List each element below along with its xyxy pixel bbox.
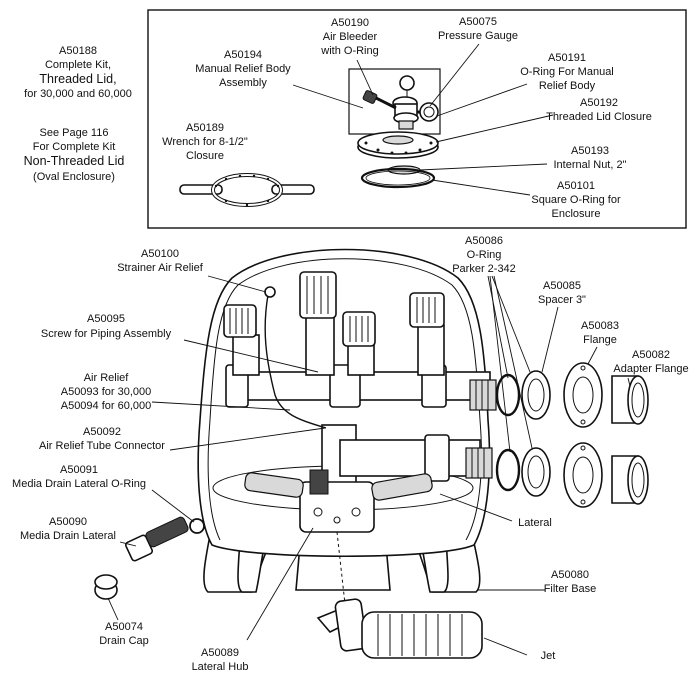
oring-parker-code: A50086 xyxy=(465,235,503,247)
lower-flange-set xyxy=(495,442,649,508)
oring-relief-line2: Relief Body xyxy=(539,80,596,92)
inner-laterals xyxy=(244,469,433,501)
media-oring-line1: Media Drain Lateral O-Ring xyxy=(12,478,146,490)
air-relief-line1: Air Relief xyxy=(84,372,130,384)
media-drain-o-ring xyxy=(189,518,205,534)
air-bleeder-line1: Air Bleeder xyxy=(323,31,378,43)
upper-flange-set xyxy=(495,362,649,428)
oring-parker-line1: O-Ring xyxy=(467,249,502,261)
flange-code: A50083 xyxy=(581,320,619,332)
see-page-line1: See Page 116 xyxy=(40,127,109,139)
square-oring-line1: Square O-Ring for xyxy=(531,194,621,206)
relief-body-code: A50194 xyxy=(224,49,262,61)
square-oring-line2: Enclosure xyxy=(552,208,601,220)
internal-nut-line1: Internal Nut, 2" xyxy=(554,159,627,171)
adapter-line1: Adapter Flange xyxy=(613,363,688,375)
air-bleeder-line2: with O-Ring xyxy=(320,45,378,57)
air-relief-tube xyxy=(264,294,327,429)
strainer-line1: Strainer Air Relief xyxy=(117,262,204,274)
screw-code: A50095 xyxy=(87,313,125,325)
pressure-gauge xyxy=(417,102,439,122)
wrench-line2: Closure xyxy=(186,150,224,162)
spacer-line1: Spacer 3" xyxy=(538,294,586,306)
drain-cap-code: A50074 xyxy=(105,621,143,633)
air-relief-line2: A50093 for 30,000 xyxy=(61,386,152,398)
oring-relief-line1: O-Ring For Manual xyxy=(520,66,614,78)
see-page-line2: For Complete Kit xyxy=(33,141,116,153)
media-oring-code: A50091 xyxy=(60,464,98,476)
jet xyxy=(316,598,483,659)
jet-label: Jet xyxy=(541,650,556,662)
top-laterals xyxy=(223,271,445,347)
filter-base-line1: Filter Base xyxy=(544,583,597,595)
air-bleeder xyxy=(362,90,397,110)
tube-conn-code: A50092 xyxy=(83,426,121,438)
see-page-line3: Non-Threaded Lid xyxy=(24,154,125,168)
media-lateral-line1: Media Drain Lateral xyxy=(20,530,116,542)
drain-cap xyxy=(94,574,118,600)
filter-base-code: A50080 xyxy=(551,569,589,581)
kit-threaded-code: A50188 xyxy=(59,45,97,57)
air-relief-line3: A50094 for 60,000 xyxy=(61,400,152,412)
kit-threaded-line3: for 30,000 and 60,000 xyxy=(24,88,132,100)
oring-parker-line2: Parker 2-342 xyxy=(452,263,516,275)
tube-conn-line1: Air Relief Tube Connector xyxy=(39,440,165,452)
oring-relief-code: A50191 xyxy=(548,52,586,64)
lateral-hub-code: A50089 xyxy=(201,647,239,659)
kit-threaded-line1: Complete Kit, xyxy=(45,59,111,71)
internal-nut-code: A50193 xyxy=(571,145,609,157)
main-leader-lines xyxy=(107,275,631,656)
see-page-line4: (Oval Enclosure) xyxy=(33,171,115,183)
kit-threaded-line2: Threaded Lid, xyxy=(39,72,116,86)
threaded-lid-closure xyxy=(357,131,439,159)
gauge-line1: Pressure Gauge xyxy=(438,30,518,42)
square-o-ring xyxy=(360,167,436,189)
inset-leader-lines xyxy=(292,43,554,196)
strainer-air-relief xyxy=(264,286,276,298)
spacer-code: A50085 xyxy=(543,280,581,292)
adapter-code: A50082 xyxy=(632,349,670,361)
manual-relief-body-assembly xyxy=(392,75,419,130)
gauge-code: A50075 xyxy=(459,16,497,28)
strainer-code: A50100 xyxy=(141,248,179,260)
wrench-line1: Wrench for 8-1/2" xyxy=(162,136,248,148)
wrench-code: A50189 xyxy=(186,122,224,134)
wrench xyxy=(179,173,315,207)
upper-threaded-outlet xyxy=(469,379,497,411)
media-lateral-code: A50090 xyxy=(49,516,87,528)
relief-body-line1: Manual Relief Body xyxy=(195,63,291,75)
lid-closure-code: A50192 xyxy=(580,97,618,109)
relief-body-line2: Assembly xyxy=(219,77,267,89)
lateral-label: Lateral xyxy=(518,517,552,529)
air-bleeder-code: A50190 xyxy=(331,17,369,29)
square-oring-code: A50101 xyxy=(557,180,595,192)
drain-cap-line1: Drain Cap xyxy=(99,635,149,647)
hub-center-line xyxy=(336,531,346,605)
lateral-hub-line1: Lateral Hub xyxy=(192,661,249,673)
screw-line1: Screw for Piping Assembly xyxy=(41,328,172,340)
media-drain-lateral xyxy=(124,516,189,562)
flange-line1: Flange xyxy=(583,334,617,346)
lid-closure-line1: Threaded Lid Closure xyxy=(546,111,652,123)
inset-box xyxy=(147,9,687,229)
